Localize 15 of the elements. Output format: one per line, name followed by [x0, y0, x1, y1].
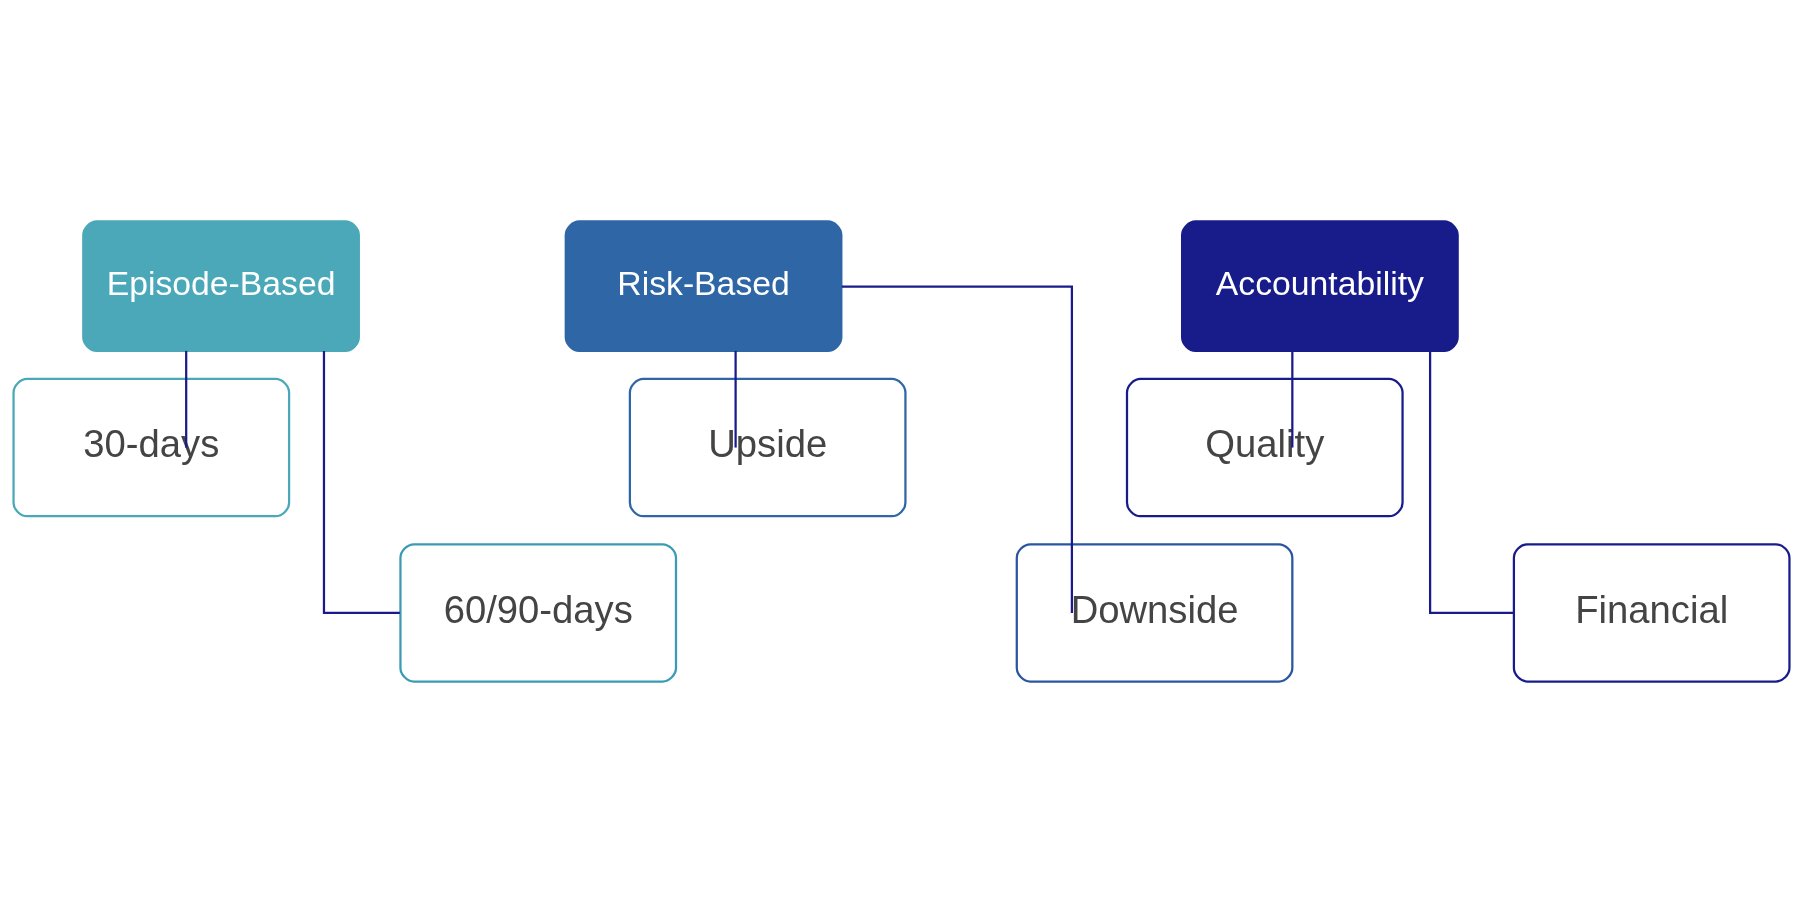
node-box: Upside	[628, 377, 907, 517]
node-box: Quality	[1125, 377, 1404, 517]
connector	[185, 350, 188, 448]
node-box: Episode-Based	[82, 219, 360, 352]
connector	[1291, 350, 1294, 448]
connector	[841, 285, 1073, 613]
node-box: 60/90-days	[399, 542, 678, 683]
connector	[734, 350, 737, 448]
connector	[1429, 350, 1514, 614]
node-box: Risk-Based	[564, 219, 843, 352]
node-box: Financial	[1512, 542, 1791, 683]
node-box: Downside	[1015, 542, 1294, 683]
connector	[322, 350, 400, 614]
node-box: 30-days	[12, 377, 291, 517]
node-box: Accountability	[1181, 219, 1459, 352]
